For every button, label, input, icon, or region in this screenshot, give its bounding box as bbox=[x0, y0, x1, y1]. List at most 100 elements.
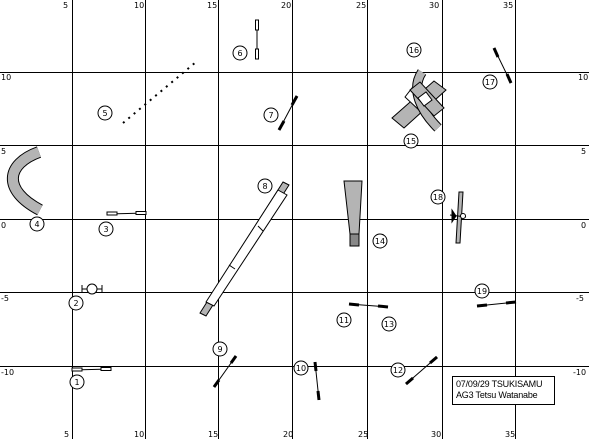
x-tick-bottom: 10 bbox=[134, 430, 144, 439]
jump-6 bbox=[255, 19, 259, 60]
number-circle bbox=[98, 221, 114, 237]
y-tick-left: 5 bbox=[1, 147, 6, 156]
obstacle-number-11: 11 bbox=[336, 312, 352, 328]
number-circle bbox=[29, 216, 45, 232]
x-tick-top: 20 bbox=[281, 1, 291, 10]
tire-2 bbox=[81, 283, 103, 295]
number-label: 19 bbox=[477, 287, 487, 296]
course-info-line-2: AG3 Tetsu Watanabe bbox=[456, 390, 538, 400]
obstacle-number-19: 19 bbox=[474, 283, 490, 299]
obstacle-number-14: 14 bbox=[372, 233, 388, 249]
number-label: 15 bbox=[406, 137, 416, 146]
number-label: 8 bbox=[262, 182, 267, 191]
obstacle-number-3: 3 bbox=[98, 221, 114, 237]
number-label: 6 bbox=[237, 49, 242, 58]
y-tick-right: -5 bbox=[576, 294, 584, 303]
obstacle-number-2: 2 bbox=[68, 295, 84, 311]
dotted-line-5 bbox=[122, 61, 197, 124]
x-tick-bottom: 15 bbox=[208, 430, 218, 439]
number-circle bbox=[263, 107, 279, 123]
number-label: 3 bbox=[103, 225, 108, 234]
axis-labels-top: 5 10 15 20 25 30 35 bbox=[63, 1, 513, 10]
y-tick-left: -10 bbox=[1, 368, 14, 377]
y-tick-right: -10 bbox=[573, 368, 586, 377]
obstacle-number-16: 16 bbox=[406, 42, 422, 58]
course-info-line-1: 07/09/29 TSUKISAMU bbox=[456, 379, 543, 389]
number-circle bbox=[403, 133, 419, 149]
number-circle bbox=[482, 74, 498, 90]
x-tick-top: 25 bbox=[356, 1, 366, 10]
jump-7 bbox=[277, 95, 299, 131]
x-tick-top: 35 bbox=[503, 1, 513, 10]
number-circle bbox=[406, 42, 422, 58]
number-circle bbox=[232, 45, 248, 61]
number-label: 9 bbox=[217, 345, 222, 354]
x-tick-bottom: 30 bbox=[431, 430, 441, 439]
axis-labels-right: 10 5 0 -5 -10 bbox=[573, 73, 588, 377]
jump-10 bbox=[313, 361, 321, 401]
y-tick-left: 10 bbox=[1, 73, 11, 82]
number-label: 10 bbox=[296, 364, 306, 373]
axis-labels-bottom: 5 10 15 20 25 30 35 bbox=[64, 430, 515, 439]
number-label: 4 bbox=[34, 220, 39, 229]
chute-14 bbox=[343, 180, 363, 247]
y-tick-left: 0 bbox=[1, 221, 6, 230]
number-label: 11 bbox=[339, 316, 349, 325]
number-circle bbox=[474, 283, 490, 299]
number-label: 5 bbox=[102, 109, 107, 118]
obstacle-number-17: 17 bbox=[482, 74, 498, 90]
x-tick-top: 15 bbox=[207, 1, 217, 10]
number-circle bbox=[212, 341, 228, 357]
number-circle bbox=[293, 360, 309, 376]
jump-1 bbox=[71, 367, 112, 372]
obstacle-shapes bbox=[6, 19, 517, 401]
obstacle-number-9: 9 bbox=[212, 341, 228, 357]
obstacle-number-7: 7 bbox=[263, 107, 279, 123]
weave-18 bbox=[449, 191, 467, 244]
jump-19 bbox=[476, 300, 517, 308]
x-tick-top: 5 bbox=[63, 1, 68, 10]
y-tick-right: 0 bbox=[581, 221, 586, 230]
number-label: 13 bbox=[384, 320, 394, 329]
x-tick-bottom: 5 bbox=[64, 430, 69, 439]
jump-11 bbox=[348, 302, 389, 309]
dogwalk-8 bbox=[199, 181, 290, 317]
number-circle bbox=[257, 178, 273, 194]
course-info-box: 07/09/29 TSUKISAMU AG3 Tetsu Watanabe bbox=[452, 376, 555, 405]
number-label: 14 bbox=[375, 237, 385, 246]
number-circle bbox=[68, 295, 84, 311]
jump-16 bbox=[492, 47, 513, 84]
number-circle bbox=[390, 362, 406, 378]
x-tick-bottom: 25 bbox=[358, 430, 368, 439]
number-circle bbox=[430, 189, 446, 205]
y-tick-right: 10 bbox=[578, 73, 588, 82]
obstacle-number-15: 15 bbox=[403, 133, 419, 149]
x-tick-top: 30 bbox=[429, 1, 439, 10]
y-tick-right: 5 bbox=[581, 147, 586, 156]
tunnel-4 bbox=[6, 146, 43, 216]
obstacle-number-4: 4 bbox=[29, 216, 45, 232]
number-label: 7 bbox=[268, 111, 273, 120]
number-label: 18 bbox=[433, 193, 443, 202]
x-tick-top: 10 bbox=[134, 1, 144, 10]
number-circle bbox=[336, 312, 352, 328]
obstacle-number-8: 8 bbox=[257, 178, 273, 194]
number-label: 2 bbox=[73, 299, 78, 308]
obstacle-number-13: 13 bbox=[381, 316, 397, 332]
y-tick-left: -5 bbox=[1, 294, 9, 303]
number-circle bbox=[381, 316, 397, 332]
obstacle-number-18: 18 bbox=[430, 189, 446, 205]
x-tick-bottom: 35 bbox=[505, 430, 515, 439]
obstacle-number-12: 12 bbox=[390, 362, 406, 378]
obstacle-number-10: 10 bbox=[293, 360, 309, 376]
number-circle bbox=[69, 374, 85, 390]
obstacle-number-6: 6 bbox=[232, 45, 248, 61]
obstacle-number-5: 5 bbox=[97, 105, 113, 121]
jump-9 bbox=[212, 355, 238, 388]
axis-labels-left: 10 5 0 -5 -10 bbox=[1, 73, 14, 377]
aframe-15 bbox=[391, 69, 447, 132]
